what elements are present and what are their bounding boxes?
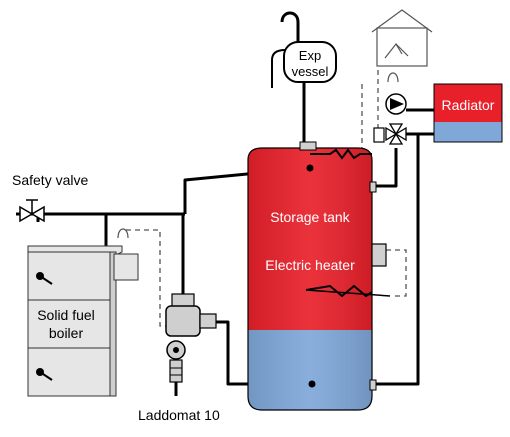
electric-heater-element — [305, 284, 373, 298]
tank-coil-top — [310, 148, 372, 160]
boiler-handle-icon — [36, 272, 53, 285]
boiler-handle-icon — [36, 368, 53, 381]
boiler-label-line2: boiler — [49, 325, 84, 341]
laddomat-label: Laddomat 10 — [138, 407, 220, 423]
boiler-label-line1: Solid fuel — [37, 307, 95, 323]
radiator: Radiator — [433, 83, 503, 143]
laddomat-unit — [165, 293, 217, 396]
mixing-valve-icon — [373, 123, 407, 145]
storage-tank-label: Storage tank — [270, 209, 350, 225]
exp-vessel-label-line2: vessel — [292, 64, 329, 79]
house-icon — [371, 9, 433, 67]
boiler: Solid fuel boiler — [27, 228, 139, 397]
safety-valve-icon — [19, 199, 45, 223]
boiler-thermostat — [113, 253, 139, 281]
electric-heater-label: Electric heater — [265, 257, 355, 273]
electric-heater-box — [371, 243, 387, 267]
storage-tank: Storage tank Electric heater — [247, 141, 391, 411]
exp-vessel-label-line1: Exp — [299, 48, 321, 63]
radiator-label: Radiator — [442, 97, 495, 113]
safety-valve-label: Safety valve — [12, 172, 88, 188]
radiator-pump-icon — [385, 72, 407, 115]
expansion-vessel: Exp vessel — [271, 11, 337, 152]
